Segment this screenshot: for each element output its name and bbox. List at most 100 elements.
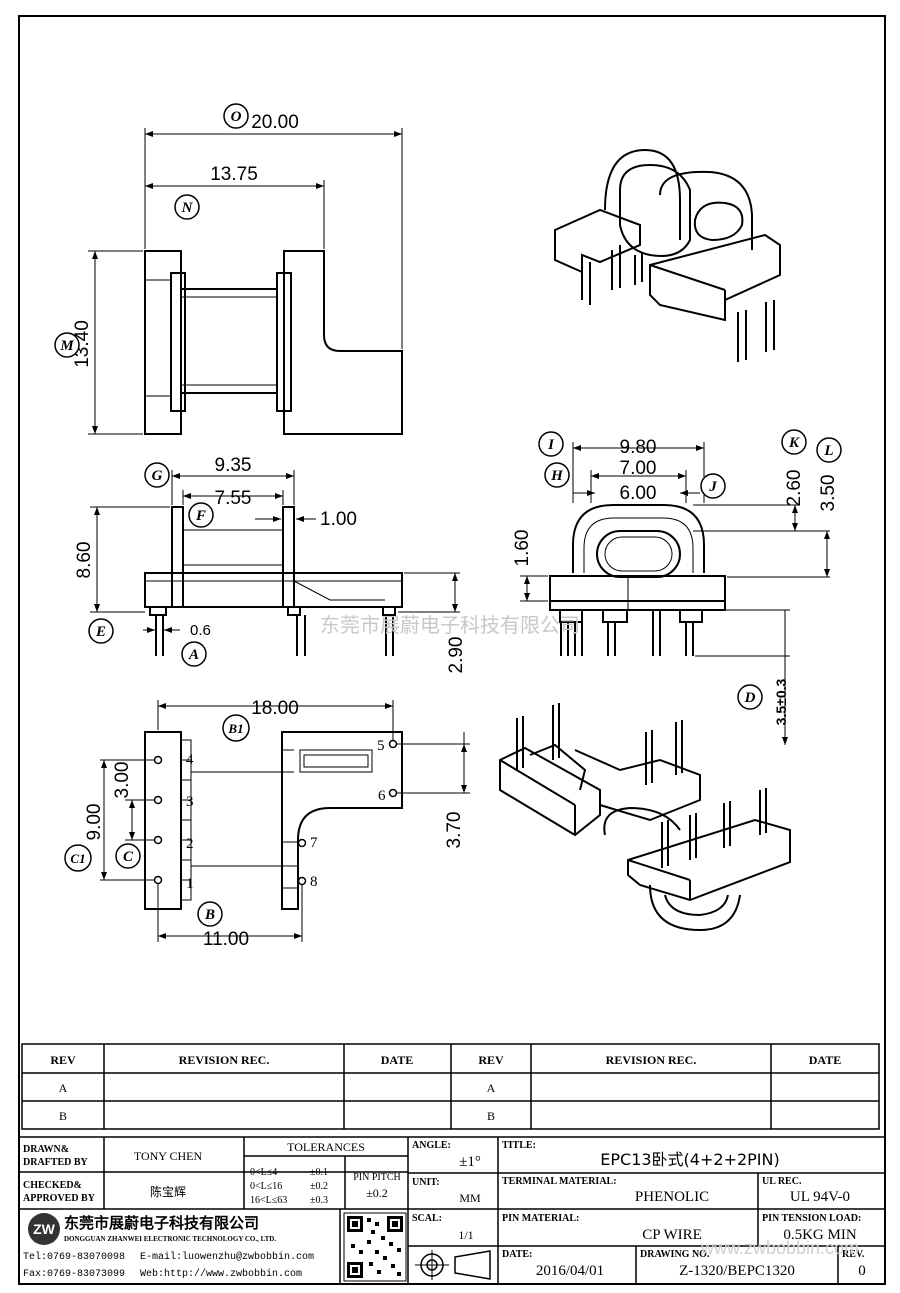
drawn-label-1: DRAWN& — [23, 1144, 69, 1155]
callout-k: K — [788, 435, 800, 451]
title-block-grid — [18, 1136, 886, 1285]
ul-value: UL 94V-0 — [790, 1189, 850, 1205]
checked-label-2: APPROVED BY — [23, 1193, 96, 1204]
callout-b: B — [204, 907, 215, 923]
tol-range-3: 16<L≤63 — [250, 1195, 287, 1206]
dim-total-height: 8.60 — [74, 542, 95, 579]
drawing-no-value: Z-1320/BEPC1320 — [679, 1263, 795, 1279]
angle-value: ±1° — [459, 1154, 481, 1170]
side-view — [549, 504, 726, 656]
dim-pin-pitch: 3.00 — [112, 762, 133, 799]
dim-pin-length: 3.5±0.3 — [773, 678, 789, 725]
dim-overall-length: 20.00 — [251, 112, 299, 133]
terminal-material-value: PHENOLIC — [635, 1189, 709, 1205]
approved-by: 陈宝辉 — [150, 1184, 186, 1199]
projection-symbol — [415, 1250, 491, 1280]
scale-value: 1/1 — [458, 1228, 473, 1242]
front-view-dims — [90, 470, 460, 633]
rev-header-3: DATE — [381, 1053, 413, 1067]
dim-bobbin-width: 9.80 — [620, 437, 657, 458]
pin-material-label: PIN MATERIAL: — [502, 1213, 579, 1224]
drawing-no-label: DRAWING NO. — [640, 1249, 710, 1260]
top-view-dims — [88, 128, 403, 435]
tol-range-1: 0<L≤4 — [250, 1167, 277, 1178]
date-label: DATE: — [502, 1249, 532, 1260]
pin-pitch-label: PIN PITCH — [353, 1172, 401, 1183]
unit-value: MM — [459, 1191, 481, 1205]
dim-pin-5-6-pitch: 3.70 — [444, 812, 465, 849]
unit-label: UNIT: — [412, 1177, 440, 1188]
company-name-en: DONGGUAN ZHANWEI ELECTRONIC TECHNOLOGY C… — [64, 1235, 276, 1243]
callout-m: M — [59, 338, 74, 354]
callout-g: G — [152, 468, 163, 484]
bottom-view-pin-holes — [153, 739, 398, 886]
company-name-cn: 东莞市展蔚电子科技有限公司 — [64, 1214, 259, 1232]
pin-label-1: 1 — [186, 876, 194, 892]
callout-a: A — [188, 647, 199, 663]
title-label: TITLE: — [502, 1140, 536, 1151]
pin-material-value: CP WIRE — [642, 1227, 702, 1243]
dim-top-thickness: 2.60 — [784, 470, 805, 507]
revision-table-grid — [21, 1043, 880, 1130]
pin-label-8: 8 — [310, 874, 318, 890]
company-web: Web:http://www.zwbobbin.com — [140, 1268, 302, 1280]
rev-row-a-left: A — [59, 1081, 68, 1095]
callout-o: O — [231, 109, 242, 125]
dim-window-inner: 6.00 — [620, 483, 657, 504]
company-fax: Fax:0769-83073099 — [23, 1269, 125, 1280]
callout-d: D — [744, 690, 756, 706]
tol-value-1: ±0.1 — [310, 1167, 328, 1178]
callout-circles — [54, 103, 842, 927]
qr-code — [343, 1212, 407, 1282]
callout-c1: C1 — [70, 851, 85, 866]
tol-range-2: 0<L≤16 — [250, 1181, 282, 1192]
tension-value: 0.5KG MIN — [783, 1227, 856, 1243]
dim-window-height: 3.50 — [818, 475, 839, 512]
dim-inner-span: 7.55 — [215, 488, 252, 509]
side-view-dims — [520, 442, 830, 745]
rev-row-b-right: B — [487, 1109, 495, 1123]
rev-header-2: REVISION REC. — [179, 1053, 270, 1067]
callout-j: J — [708, 479, 717, 495]
isometric-view-bottom — [499, 703, 791, 932]
callout-i: I — [547, 437, 555, 453]
tol-value-3: ±0.3 — [310, 1195, 328, 1206]
pin-label-6: 6 — [378, 788, 386, 804]
bottom-view — [144, 731, 403, 910]
tolerances-label: TOLERANCES — [287, 1140, 365, 1154]
callout-h: H — [550, 468, 564, 484]
drawn-label-2: DRAFTED BY — [23, 1157, 89, 1168]
dim-base-height: 2.90 — [446, 637, 467, 674]
rev-row-b-left: B — [59, 1109, 67, 1123]
dim-flange-offset: 13.75 — [210, 164, 258, 185]
rev-row-a-right: A — [487, 1081, 496, 1095]
dim-pin-1-8-span: 11.00 — [203, 929, 249, 950]
callout-e: E — [95, 624, 106, 640]
pin-label-3: 3 — [186, 794, 194, 810]
front-view — [144, 506, 403, 656]
ul-label: UL REC. — [762, 1176, 802, 1187]
tol-value-2: ±0.2 — [310, 1181, 328, 1192]
date-value: 2016/04/01 — [536, 1263, 604, 1279]
scale-label: SCAL: — [412, 1213, 442, 1224]
rev-header-6: DATE — [809, 1053, 841, 1067]
pin-label-2: 2 — [186, 836, 194, 852]
dim-height: 13.40 — [72, 320, 93, 368]
drawn-by: TONY CHEN — [134, 1149, 203, 1163]
angle-label: ANGLE: — [412, 1140, 451, 1151]
callout-b1: B1 — [227, 721, 243, 736]
pin-label-4: 4 — [186, 752, 194, 768]
tension-label: PIN TENSION LOAD: — [762, 1213, 861, 1224]
watermark: 东莞市展蔚电子科技有限公司 — [320, 613, 580, 637]
rev-label: REV. — [842, 1249, 865, 1260]
dim-pin-row-span: 18.00 — [251, 698, 299, 719]
company-email: E-mail:luowenzhu@zwbobbin.com — [140, 1251, 314, 1263]
svg-text:ZW: ZW — [33, 1221, 56, 1237]
isometric-view-top — [554, 148, 781, 362]
dim-flange-span: 9.35 — [215, 455, 252, 476]
callout-l: L — [823, 443, 833, 459]
rev-header-5: REVISION REC. — [606, 1053, 697, 1067]
rev-value: 0 — [858, 1263, 866, 1279]
dim-window-outer: 7.00 — [620, 458, 657, 479]
